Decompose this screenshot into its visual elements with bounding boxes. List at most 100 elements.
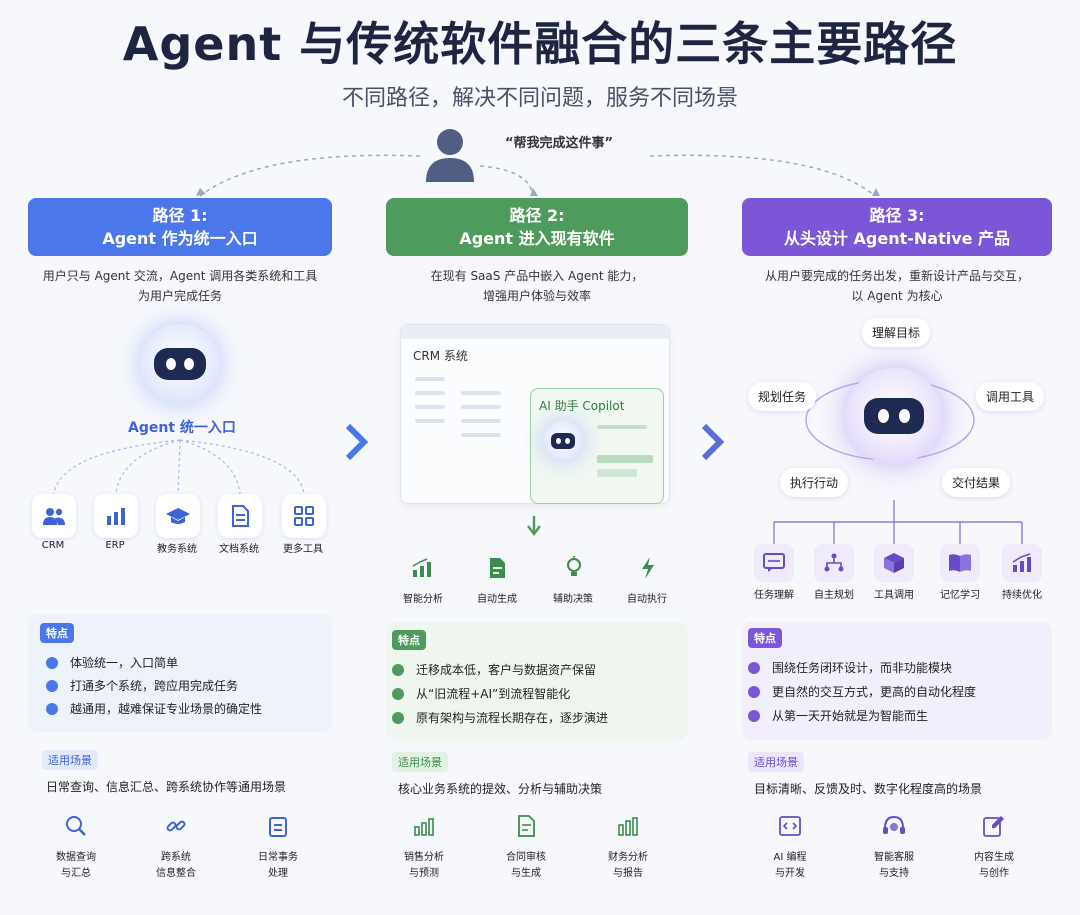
doc-edit-icon: [476, 548, 520, 588]
path-1-scene-1: 数据查询与汇总: [56, 852, 96, 879]
chat-icon: [754, 544, 794, 582]
path-1-feature-3: 越通用，越难保证专业场景的确定性: [46, 700, 262, 717]
agent-robot-icon: [140, 324, 220, 404]
capability-label-optimize: 持续优化: [1002, 590, 1042, 601]
path-3-header: 路径 3: 从头设计 Agent-Native 产品: [742, 198, 1052, 256]
tool-label-more: 更多工具: [283, 544, 323, 555]
bulb-icon: [552, 548, 596, 588]
headset-icon: [876, 808, 912, 844]
path-2-feature-3: 原有架构与流程长期存在，逐步演进: [392, 709, 608, 726]
feature-label-generate: 自动生成: [477, 594, 517, 605]
orbit-call-tool: 调用工具: [976, 382, 1045, 411]
path-1-desc-line-2: 为用户完成任务: [137, 289, 222, 303]
path-3-feature-1: 围绕任务闭环设计，而非功能模块: [748, 659, 952, 676]
path-3-desc-line-1: 从用户要完成的任务出发，重新设计产品与交互，: [764, 269, 1029, 283]
arrow-down-icon: [527, 516, 541, 536]
code-icon: [772, 808, 808, 844]
path-3-desc-line-2: 以 Agent 为核心: [851, 289, 943, 303]
orbit-plan-task: 规划任务: [748, 382, 817, 411]
crm-title: CRM 系统: [413, 349, 468, 363]
path-2-name: Agent 进入现有软件: [459, 229, 615, 248]
contract-icon: [508, 808, 544, 844]
chevron-right-icon: [344, 422, 369, 473]
path-1-name: Agent 作为统一入口: [102, 229, 258, 248]
bar-chart-icon: [94, 494, 138, 538]
book-icon: [940, 544, 980, 582]
finance-chart-icon: [610, 808, 646, 844]
path-3-scene-text: 目标清晰、反馈及时、数字化程度高的场景: [754, 782, 983, 796]
copilot-panel: AI 助手 Copilot: [530, 388, 664, 504]
path-3-features-panel: [742, 622, 1052, 740]
path-2-features-tag: 特点: [392, 630, 426, 650]
path-2-desc-line-1: 在现有 SaaS 产品中嵌入 Agent 能力，: [430, 269, 644, 283]
path-3-name: 从头设计 Agent-Native 产品: [783, 229, 1011, 248]
bolt-icon: [626, 548, 670, 588]
path-2-feature-2: 从“旧流程+AI”到流程智能化: [392, 685, 570, 702]
path-3-column: 路径 3: 从头设计 Agent-Native 产品 从用户要完成的任务出发，重…: [742, 198, 1052, 306]
copilot-robot-icon: [543, 421, 583, 461]
chart-icon: [400, 548, 444, 588]
path-1-scene-3: 日常事务处理: [258, 852, 298, 879]
path-2-scene-2: 合同审核与生成: [506, 852, 546, 879]
users-icon: [32, 494, 76, 538]
path-2-features-panel: [386, 622, 688, 740]
page-subtitle: 不同路径，解决不同问题，服务不同场景: [341, 86, 738, 111]
feature-label-execute: 自动执行: [627, 594, 667, 605]
path-2-scene-tag: 适用场景: [392, 752, 448, 772]
path-3-features-tag: 特点: [748, 628, 782, 648]
agent-entry-label: Agent 统一入口: [128, 420, 236, 436]
clipboard-icon: [260, 808, 296, 844]
path-1-feature-1: 体验统一，入口简单: [46, 654, 178, 671]
cube-icon: [874, 544, 914, 582]
path-1-features-panel: [28, 614, 332, 732]
tool-label-academic: 教务系统: [157, 544, 197, 555]
path-2-desc-line-2: 增强用户体验与效率: [482, 289, 591, 303]
path-1-desc-line-1: 用户只与 Agent 交流，Agent 调用各类系统和工具: [42, 269, 318, 283]
capability-label-understand: 任务理解: [754, 590, 794, 601]
path-1-number: 路径 1:: [152, 206, 208, 225]
path-3-scene-tag: 适用场景: [748, 752, 804, 772]
path-2-column: 路径 2: Agent 进入现有软件 在现有 SaaS 产品中嵌入 Agent …: [386, 198, 688, 306]
tool-label-erp: ERP: [105, 540, 125, 551]
path-2-feature-1: 迁移成本低，客户与数据资产保留: [392, 661, 596, 678]
chevron-right-icon: [700, 422, 725, 473]
capability-label-plan: 自主规划: [814, 590, 854, 601]
path-2-scene-1: 销售分析与预测: [404, 852, 444, 879]
tool-label-crm: CRM: [41, 540, 65, 551]
path-2-header: 路径 2: Agent 进入现有软件: [386, 198, 688, 256]
path-1-scene-text: 日常查询、信息汇总、跨系统协作等通用场景: [46, 780, 287, 794]
capability-label-memory: 记忆学习: [940, 590, 980, 601]
path-2-scene-3: 财务分析与报告: [608, 852, 648, 879]
orbit-execute-action: 执行行动: [780, 468, 849, 497]
path-1-scene-tag: 适用场景: [42, 750, 98, 770]
path-2-description: 在现有 SaaS 产品中嵌入 Agent 能力， 增强用户体验与效率: [386, 266, 688, 306]
path-2-number: 路径 2:: [509, 206, 565, 225]
feature-label-analysis: 智能分析: [403, 594, 443, 605]
path-3-number: 路径 3:: [869, 206, 925, 225]
capability-label-tools: 工具调用: [874, 590, 914, 601]
path-3-scene-2: 智能客服与支持: [874, 852, 914, 879]
tree-icon: [814, 544, 854, 582]
feature-label-decision: 辅助决策: [553, 594, 593, 605]
path-2-scene-text: 核心业务系统的提效、分析与辅助决策: [398, 782, 603, 796]
growth-icon: [1002, 544, 1042, 582]
orbit-understand-goal: 理解目标: [862, 318, 931, 347]
path-1-description: 用户只与 Agent 交流，Agent 调用各类系统和工具 为用户完成任务: [28, 266, 332, 306]
grid-icon: [282, 494, 326, 538]
path-3-scene-3: 内容生成与创作: [974, 852, 1014, 879]
path-3-feature-3: 从第一天开始就是为智能而生: [748, 707, 928, 724]
orbit-deliver-result: 交付结果: [942, 468, 1011, 497]
link-icon: [158, 808, 194, 844]
path-3-feature-2: 更自然的交互方式，更高的自动化程度: [748, 683, 976, 700]
graduation-cap-icon: [156, 494, 200, 538]
edit-icon: [976, 808, 1012, 844]
request-quote: “帮我完成这件事”: [505, 136, 614, 151]
path-1-header: 路径 1: Agent 作为统一入口: [28, 198, 332, 256]
path-1-scene-2: 跨系统信息整合: [156, 852, 196, 879]
search-icon: [58, 808, 94, 844]
document-icon: [218, 494, 262, 538]
sales-chart-icon: [406, 808, 442, 844]
native-agent-robot-icon: [846, 368, 942, 464]
tool-connectors: [53, 439, 305, 495]
path-1-feature-2: 打通多个系统，跨应用完成任务: [46, 677, 238, 694]
